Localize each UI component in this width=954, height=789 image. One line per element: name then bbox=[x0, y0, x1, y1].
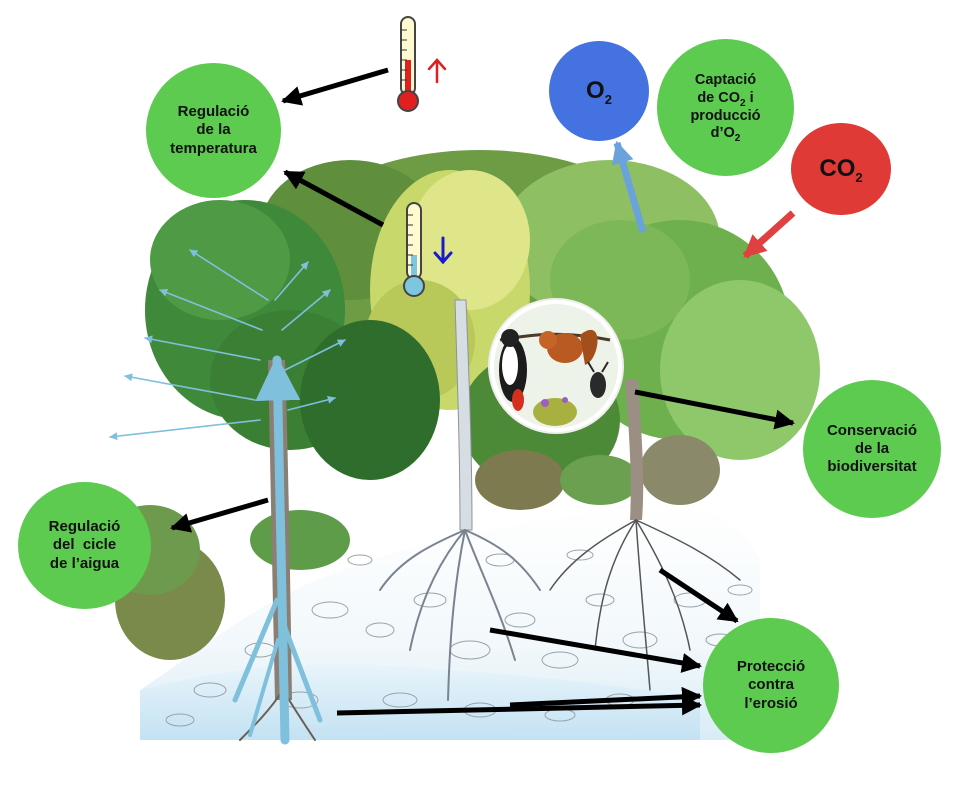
arrow-to-erosion-2 bbox=[489, 627, 702, 673]
arrow-to-erosion-1 bbox=[658, 567, 739, 624]
arrow-to-erosion-3 bbox=[509, 686, 702, 708]
water-line-2: del cicle bbox=[52, 536, 117, 554]
co2-bubble: CO2 bbox=[791, 123, 891, 215]
o2-label: O bbox=[586, 77, 605, 105]
temperature-line-1: Regulació bbox=[177, 103, 250, 121]
beetle-icon bbox=[587, 361, 609, 398]
carbon-capture-bubble: Captació de CO2 i producció d’O2 bbox=[657, 39, 794, 176]
carbon-line-2: de CO2 i bbox=[690, 89, 760, 109]
biodiversity-line-1: Conservació bbox=[826, 421, 918, 439]
co2-label: CO bbox=[819, 155, 856, 183]
erosion-line-3: l’erosió bbox=[744, 694, 798, 712]
biodiversity-bubble: Conservació de la biodiversitat bbox=[803, 380, 941, 518]
water-cycle-bubble: Regulació del cicle de l’aigua bbox=[18, 482, 151, 609]
water-flow-arrows bbox=[109, 249, 346, 745]
biodiversity-inset bbox=[488, 298, 624, 434]
temperature-regulation-bubble: Regulació de la temperatura bbox=[146, 63, 281, 198]
arrow-to-water-cycle bbox=[170, 497, 269, 533]
carbon-line-3: producció bbox=[690, 107, 761, 124]
carbon-line-2-end: i bbox=[745, 89, 754, 106]
erosion-protection-bubble: Protecció contra l’erosió bbox=[703, 618, 839, 753]
erosion-line-1: Protecció bbox=[736, 658, 806, 676]
arrow-to-temperature-mid bbox=[283, 169, 385, 228]
thermometer-icon bbox=[403, 202, 425, 297]
o2-arrow bbox=[611, 140, 647, 233]
co2-arrow bbox=[742, 210, 796, 259]
woodpecker-icon bbox=[499, 329, 527, 411]
temperature-line-3: temperatura bbox=[170, 139, 257, 157]
biodiversity-line-2: de la bbox=[854, 439, 890, 457]
carbon-line-4: d’O2 bbox=[690, 125, 760, 145]
thermometer-icon bbox=[397, 16, 419, 112]
carbon-line-4-sub: 2 bbox=[734, 133, 741, 145]
squirrel-icon bbox=[539, 329, 598, 365]
flow-arrows bbox=[170, 67, 795, 716]
arrow-to-erosion-4 bbox=[336, 695, 702, 716]
arrow-down-icon bbox=[433, 236, 453, 265]
biodiversity-line-3: biodiversitat bbox=[827, 458, 917, 476]
arrow-to-biodiversity bbox=[634, 389, 795, 430]
flower-icon bbox=[533, 397, 577, 426]
carbon-line-4-text: d’O bbox=[710, 125, 735, 142]
arrow-up-icon bbox=[427, 58, 447, 84]
water-line-1: Regulació bbox=[48, 518, 121, 536]
tree-roots bbox=[239, 519, 741, 741]
co2-sub: 2 bbox=[855, 170, 863, 186]
water-line-3: de l’aigua bbox=[49, 554, 120, 572]
carbon-line-2-sub: 2 bbox=[740, 97, 746, 109]
o2-bubble: O2 bbox=[549, 41, 649, 141]
o2-sub: 2 bbox=[604, 92, 612, 108]
carbon-line-1: Captació bbox=[694, 72, 757, 89]
erosion-line-2: contra bbox=[748, 676, 794, 694]
carbon-line-2-text: de CO bbox=[697, 89, 741, 106]
arrow-to-temperature-top bbox=[281, 67, 389, 106]
temperature-line-2: de la bbox=[196, 121, 231, 139]
